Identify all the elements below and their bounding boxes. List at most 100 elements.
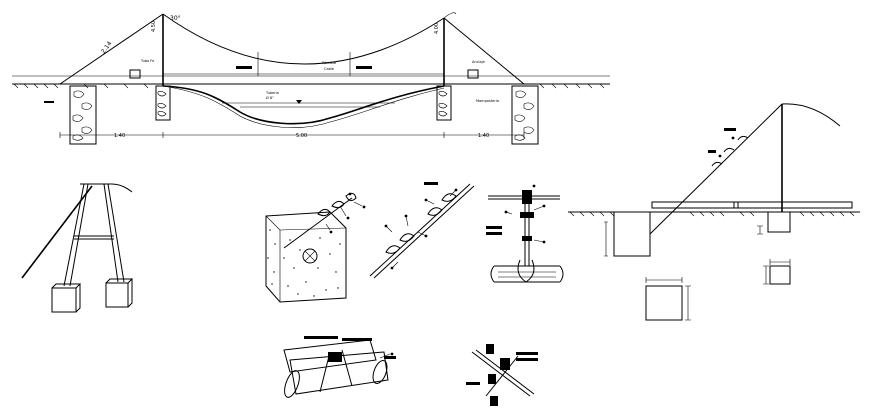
frame-footing-right: [105, 278, 134, 308]
backstay-right: [443, 17, 525, 85]
note-mamposteria: Mampostería: [476, 99, 499, 103]
water-level-marker-icon: [296, 100, 302, 104]
footing-plan-left-dims: [645, 277, 691, 321]
hanger-tag-2: [486, 232, 502, 235]
ground-hatch-right: [539, 83, 605, 89]
saddle-iso-detail: [283, 336, 396, 398]
footing-plan-right: [769, 265, 791, 285]
dim-center-label: 5.00: [296, 133, 307, 139]
saddle-tag-3: [384, 356, 396, 359]
saddle-top-plate: [283, 339, 377, 373]
side-footing-right-dim: [757, 225, 763, 235]
clamp-cable-main-2: [373, 185, 475, 279]
joint-tag-3: [466, 382, 480, 385]
frame-leg-left: [63, 183, 85, 287]
side-stay-cable: [649, 103, 783, 235]
hanger-pipe-lines: [498, 271, 556, 278]
saddle-clamp: [328, 352, 342, 362]
side-deck-beam: [651, 201, 853, 209]
joint-tag-1: [516, 352, 538, 355]
note-tubo: Tubo Fe: [140, 59, 154, 63]
anchor-detail: [265, 192, 366, 303]
right-tower-height-label: 4.00: [434, 23, 440, 34]
side-ground-hatch: [569, 211, 855, 217]
foundation-left-tower: [155, 85, 171, 121]
anchor-clamps: [317, 200, 345, 217]
dim-right-label: 1.40: [478, 133, 489, 139]
anchor-concrete-block: [265, 211, 347, 303]
anchor-block-right: [467, 69, 479, 79]
hanger-pipe: [490, 265, 564, 283]
side-length-label: 2.14: [100, 40, 114, 55]
backstay-left: [59, 13, 164, 85]
frame-leg-right: [103, 183, 119, 283]
note-anclaje: Anclaje: [472, 60, 485, 64]
joint-bolt-3: [488, 374, 496, 384]
side-footing-left: [613, 211, 651, 257]
joint-bolt-1: [486, 344, 494, 354]
joint-bolt-4: [490, 396, 498, 406]
frame-stay-cable: [21, 185, 93, 279]
hanger-detail: [486, 184, 564, 283]
note-pendola: Péndola: [322, 61, 336, 65]
tag-foundation-left: [44, 101, 54, 103]
dimension-ticks: [59, 132, 525, 138]
anchor-cable: [283, 197, 353, 249]
tower-frame-detail: [21, 183, 134, 313]
hanger-clamp-low: [522, 236, 532, 241]
riverbed-line-2: [162, 85, 445, 128]
saddle-tag-2: [342, 338, 372, 341]
side-tag-1: [724, 128, 736, 131]
angle-label: 30°: [170, 15, 181, 22]
left-tower-height-label: 4.50: [151, 21, 157, 32]
hanger-tag-1: [486, 226, 502, 229]
hanger-clamp-mid: [520, 212, 534, 218]
side-footing-dim: [604, 221, 608, 257]
anchor-rod-cross: [304, 250, 316, 262]
side-footing-right: [767, 211, 791, 233]
cable-end-right: [443, 12, 457, 19]
note-tuberia: Tubería: [265, 91, 279, 95]
note-tuberia-size: Ø 8": [266, 95, 274, 100]
concrete-stipple: [267, 229, 341, 297]
side-tag-2: [708, 150, 716, 153]
foundation-right-outer: [511, 85, 539, 145]
side-section: [568, 103, 860, 321]
tag-left: [236, 66, 252, 69]
clamp-detail: [369, 182, 475, 279]
note-cable: Cable: [324, 67, 334, 71]
joint-bar-2: [485, 355, 519, 397]
saddle-frame: [289, 351, 389, 395]
clamp-leaders: [385, 189, 457, 269]
hanger-clamp-top: [522, 190, 532, 204]
frame-leg-left-2: [69, 183, 89, 287]
frame-footing-left: [51, 283, 82, 313]
frame-leg-right-2: [107, 183, 125, 283]
anchor-block-edges: [265, 215, 347, 302]
saddle-tag-1: [304, 336, 338, 339]
footing-plan-right-dims: [763, 259, 791, 285]
hanger-saddle: [517, 259, 535, 283]
footing-plan-left: [645, 285, 683, 321]
clamp-tag: [424, 182, 438, 185]
side-joint: [733, 201, 739, 209]
tag-right: [356, 66, 372, 69]
bridge-elevation: 30° 2.14 4.50 4.00 Tubo Fe Péndola Cable…: [12, 12, 610, 145]
foundation-left-outer: [69, 85, 97, 145]
saddle-pipe-end-right: [372, 360, 388, 384]
anchor-rod-section: [302, 248, 318, 264]
frame-cable-end: [111, 183, 133, 193]
anchor-block-left: [129, 69, 141, 79]
dim-left-label: 1.40: [114, 133, 125, 139]
side-cable-top: [781, 103, 841, 127]
anchor-leaders: [325, 201, 363, 231]
foundation-right-tower: [436, 85, 452, 121]
main-cable: [162, 13, 445, 65]
side-clamps: [711, 135, 749, 167]
riverbed-line: [162, 85, 445, 125]
joint-bolt-2: [500, 358, 510, 370]
joint-bar-1: [471, 351, 531, 397]
clamp-pairs: [385, 193, 457, 254]
joint-iso-detail: [466, 344, 538, 406]
